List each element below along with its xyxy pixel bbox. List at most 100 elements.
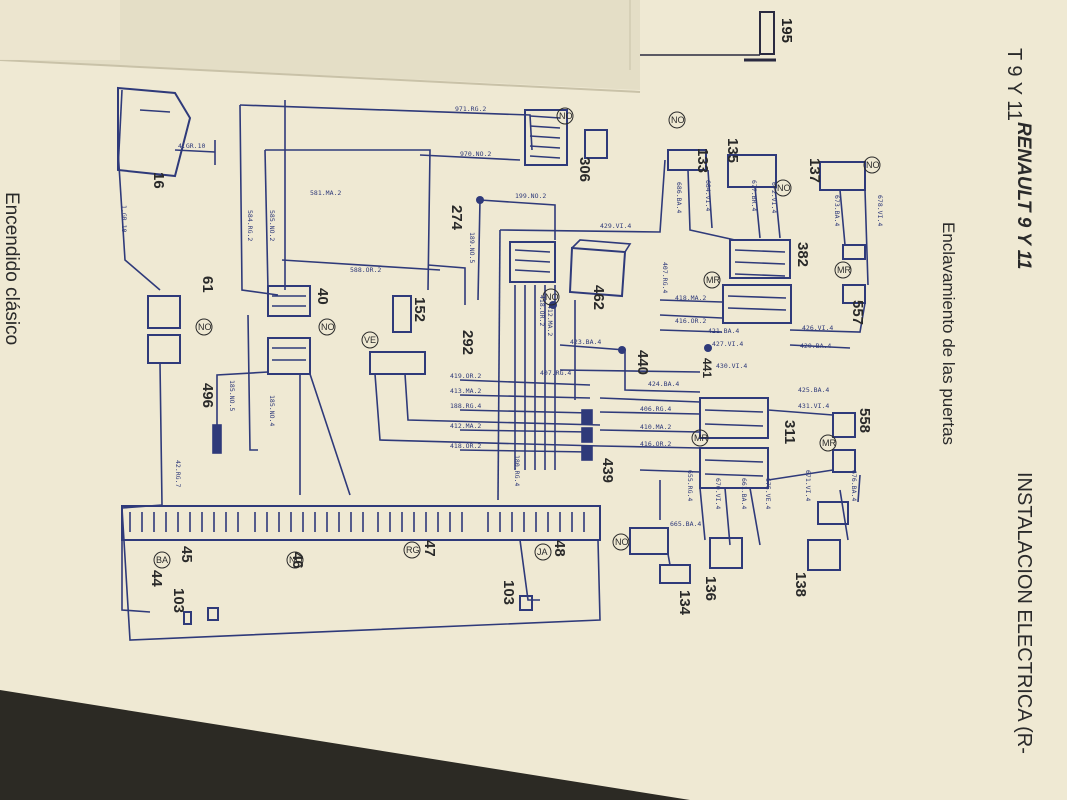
page-fold-line [0,59,641,93]
wire-label: 413.MA.2 [450,387,481,395]
wire-label: 430.VI.4 [716,362,747,370]
label-138: 138 [792,572,809,597]
motor-134 [659,564,691,584]
badge: NO [286,551,304,569]
svg-text:MR: MR [694,433,708,443]
svg-text:NO: NO [866,160,880,170]
connector-496 [212,424,222,454]
label-558: 558 [856,408,873,433]
wire-label: 665.BA.4 [670,520,701,528]
label-44: 44 [148,570,165,587]
label-439: 439 [599,458,616,483]
relay-462 [568,246,627,298]
label-135: 135 [724,138,741,163]
wire-4-gr-10 [174,149,216,153]
connector-block-center [509,241,556,283]
label-382: 382 [794,242,811,267]
connector-40 [267,285,311,317]
badge: NO [195,318,213,336]
connector-61 [147,295,181,329]
wire-label: 199.NO.2 [515,192,546,200]
label-103-left: 103 [170,588,187,613]
connector-bottom [629,527,669,555]
wire-label: 424.BA.4 [648,380,679,388]
motor-136 [709,537,743,569]
wire-label: 416.OR.2 [675,317,706,325]
footer-caption: Encendido clásico [1,192,22,345]
badge: MR [834,261,852,279]
label-61: 61 [199,276,216,293]
svg-text:NO: NO [198,322,212,332]
connector-557 [842,284,866,304]
section-header: INSTALACION ELECTRICA (R- [1013,472,1035,754]
wire-label: 185.NO.5 [228,380,236,411]
wire-labels: 971.RG.2 970.NO.2 4.GR.10 581.MA.2 584.R… [120,105,884,528]
svg-text:NO: NO [615,537,629,547]
badge: NO [612,533,630,551]
svg-text:NO: NO [671,115,685,125]
wire-label: 425.BA.4 [798,386,829,394]
wire-label: 581.MA.2 [310,189,341,197]
wire-label: 416.OR.2 [640,440,671,448]
wire-label: 4.GR.10 [178,142,205,150]
connector-137 [819,161,866,191]
label-45: 45 [178,546,195,563]
badge: MR [691,429,709,447]
wire-label: 418.OR.2 [450,442,481,450]
wire-label: 584.RG.2 [246,210,254,241]
badge: NO [863,156,881,174]
wire-1-gr-10 [117,149,161,291]
badge: NO [542,288,560,306]
wire-label: 421.BA.4 [708,327,739,335]
wire-label: 678.VI.4 [876,195,884,226]
svg-text:RG: RG [406,545,420,555]
label-152: 152 [411,297,428,322]
wire-label: 1.GR.10 [120,205,128,232]
wire-label: 180.RG.4 [513,455,521,486]
wire-label: 427.VI.4 [712,340,743,348]
wire-label: 431.VI.4 [798,402,829,410]
diagram-subtitle: Enclavamiento de las puertas [939,222,958,445]
wire-label: 406.RG.4 [640,405,671,413]
badge: NO [774,179,792,197]
wire-label: 419.OR.2 [450,372,481,380]
wire-label: 420.BA.4 [800,342,831,350]
badge: RG [403,541,421,559]
label-441: 441 [700,358,714,378]
label-462: 462 [590,285,607,310]
wire-label: 188.RG.4 [450,402,481,410]
wire-label: 971.RG.2 [455,105,486,113]
prev-page-faint-drawing [0,0,120,60]
svg-text:MR: MR [837,265,851,275]
label-40: 40 [314,288,331,305]
wire-label: 673.BA.4 [833,195,841,226]
wire-label: 677.BR.4 [750,180,758,211]
wire-label: 970.NO.2 [460,150,491,158]
wiring-diagram [117,86,869,641]
label-496: 496 [199,383,216,408]
badge: MR [819,434,837,452]
label-274: 274 [448,205,465,231]
svg-text:VE: VE [364,335,376,345]
svg-text:MR: MR [706,275,720,285]
connector-152 [369,351,426,375]
wire-label: 410.MA.2 [640,423,671,431]
connector-382 [729,239,791,279]
badge: NO [668,111,686,129]
svg-text:NO: NO [545,292,559,302]
connector-40b [267,337,311,375]
prev-label-195: 195 [778,18,795,43]
svg-text:NO: NO [559,111,573,121]
wire-label: 686.BA.4 [675,182,683,213]
svg-text:JA: JA [537,547,548,557]
badge: JA [534,543,552,561]
wire-label: 42.RG.7 [174,460,182,487]
wire-label: 429.VI.4 [600,222,631,230]
wire-label: 418.OR.2 [538,295,546,326]
prev-header-fragment: T 9 Y 11 [1003,48,1025,121]
label-47: 47 [421,540,438,557]
wire-label: 585.NO.2 [268,210,276,241]
label-292: 292 [459,330,476,355]
wire-label: 671.VI.4 [804,470,812,501]
junction-dots [476,196,712,354]
